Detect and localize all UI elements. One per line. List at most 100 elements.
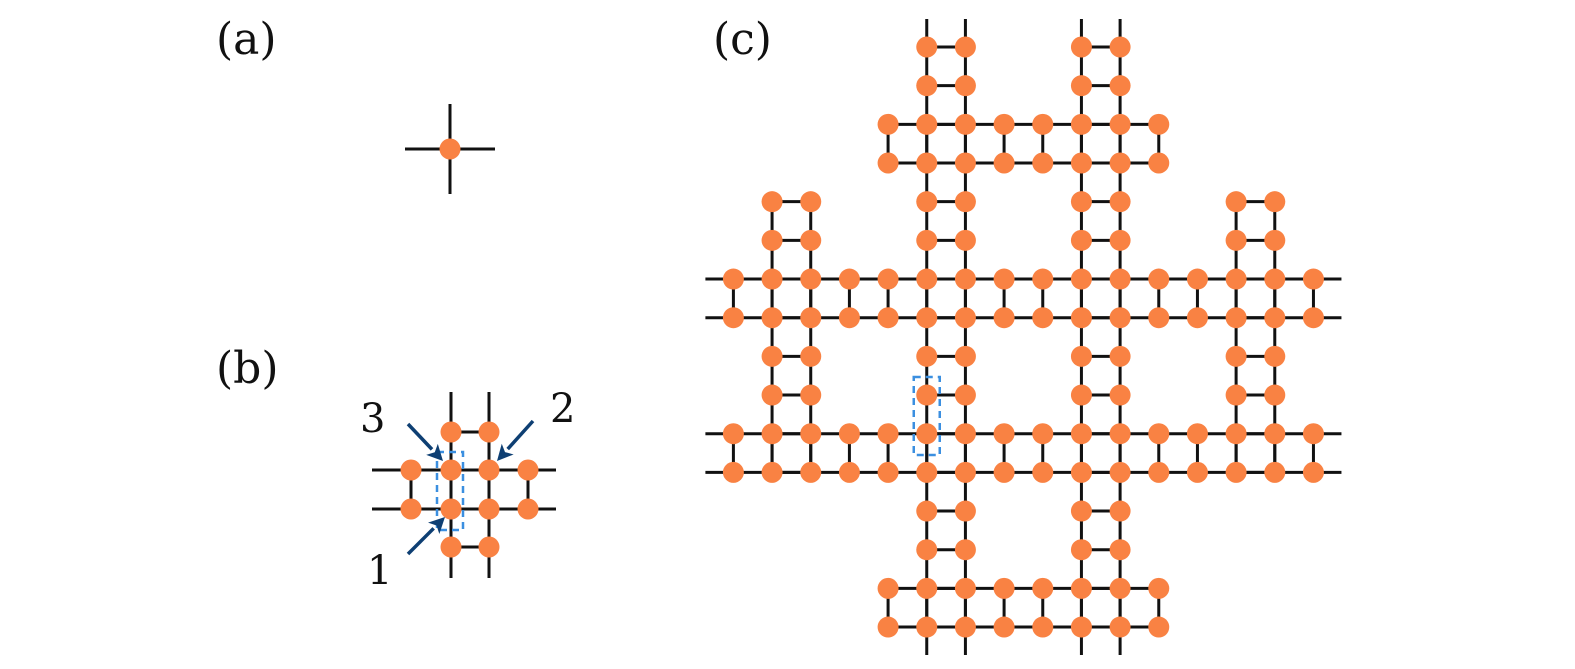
annotation-1: 1 xyxy=(367,548,392,594)
site-dot xyxy=(1070,423,1092,445)
panel-a-label: (a) xyxy=(216,14,277,65)
site-dot xyxy=(916,539,938,561)
site-dot xyxy=(800,268,822,290)
site-dot xyxy=(877,616,899,638)
site-dot xyxy=(800,307,822,329)
site-dot xyxy=(800,345,822,367)
site-dot xyxy=(722,423,744,445)
site-dot xyxy=(1070,539,1092,561)
site-dot xyxy=(1109,75,1131,97)
site-dot xyxy=(916,616,938,638)
highlight-box xyxy=(435,450,465,532)
site-dot xyxy=(954,191,976,213)
site-dot xyxy=(993,616,1015,638)
site-dot xyxy=(1225,384,1247,406)
site-dot xyxy=(440,421,462,443)
site-dot xyxy=(1225,229,1247,251)
site-dot xyxy=(1109,191,1131,213)
site-dot xyxy=(800,229,822,251)
site-dot xyxy=(1109,229,1131,251)
site-dot xyxy=(1070,75,1092,97)
site-dot xyxy=(954,75,976,97)
highlight-box xyxy=(912,375,941,457)
site-dot xyxy=(478,498,500,520)
site-dot xyxy=(761,384,783,406)
arrow-head xyxy=(497,443,514,461)
site-dot xyxy=(1070,152,1092,174)
site-dot xyxy=(1264,423,1286,445)
site-dot xyxy=(1109,268,1131,290)
site-dot xyxy=(800,384,822,406)
site-dot xyxy=(916,113,938,135)
site-dot xyxy=(954,345,976,367)
site-dot xyxy=(761,268,783,290)
site-dot xyxy=(954,113,976,135)
site-dot xyxy=(1225,345,1247,367)
site-dot xyxy=(800,423,822,445)
site-dot xyxy=(954,36,976,58)
site-dot xyxy=(1264,461,1286,483)
site-dot xyxy=(993,423,1015,445)
site-dot xyxy=(1302,423,1324,445)
site-dot xyxy=(954,384,976,406)
site-dot xyxy=(1264,229,1286,251)
site-dot xyxy=(916,500,938,522)
site-dot xyxy=(1148,113,1170,135)
site-dot xyxy=(1186,307,1208,329)
site-dot xyxy=(993,268,1015,290)
site-dot xyxy=(1148,152,1170,174)
site-dot xyxy=(916,423,938,445)
site-dot xyxy=(916,268,938,290)
site-dot xyxy=(400,498,422,520)
site-dot xyxy=(1070,229,1092,251)
site-dot xyxy=(954,577,976,599)
site-dot xyxy=(517,459,539,481)
site-dot xyxy=(954,229,976,251)
site-dot xyxy=(877,113,899,135)
site-dot xyxy=(1148,423,1170,445)
site-dot xyxy=(1302,307,1324,329)
arrow-head xyxy=(426,443,443,461)
site-dot xyxy=(1302,461,1324,483)
arrow-1 xyxy=(406,517,445,556)
site-dot xyxy=(1109,500,1131,522)
site-dot xyxy=(916,307,938,329)
site-dot xyxy=(877,307,899,329)
site-dot xyxy=(1109,152,1131,174)
site-dot xyxy=(722,307,744,329)
site-dot xyxy=(761,423,783,445)
site-dot xyxy=(1109,36,1131,58)
site-dot xyxy=(1070,577,1092,599)
arrow-2 xyxy=(497,419,535,461)
site-dot xyxy=(916,75,938,97)
site-dot xyxy=(761,191,783,213)
panel-b-unit-cell xyxy=(372,392,556,578)
site-dot xyxy=(993,152,1015,174)
arrow-shaft xyxy=(406,422,434,451)
site-dot xyxy=(1148,577,1170,599)
site-dot xyxy=(1225,191,1247,213)
site-dot xyxy=(1148,461,1170,483)
site-dot xyxy=(1186,423,1208,445)
site-dot xyxy=(1148,616,1170,638)
site-dot xyxy=(993,577,1015,599)
site-dot xyxy=(1032,268,1054,290)
panel-a-single-site xyxy=(405,104,495,194)
site-dot xyxy=(478,459,500,481)
arrow-head xyxy=(428,517,445,534)
site-dot xyxy=(722,268,744,290)
site-dot xyxy=(1109,539,1131,561)
site-dot xyxy=(1148,268,1170,290)
site-dot xyxy=(1148,307,1170,329)
site-dot xyxy=(916,345,938,367)
panel-c-fractal-lattice xyxy=(705,19,1342,656)
site-dot xyxy=(1109,113,1131,135)
site-dot xyxy=(1070,268,1092,290)
arrow-shaft xyxy=(406,527,435,556)
site-dot xyxy=(838,461,860,483)
site-dot xyxy=(838,268,860,290)
arrow-shaft xyxy=(506,419,535,451)
site-dot xyxy=(954,307,976,329)
site-dot xyxy=(1109,423,1131,445)
